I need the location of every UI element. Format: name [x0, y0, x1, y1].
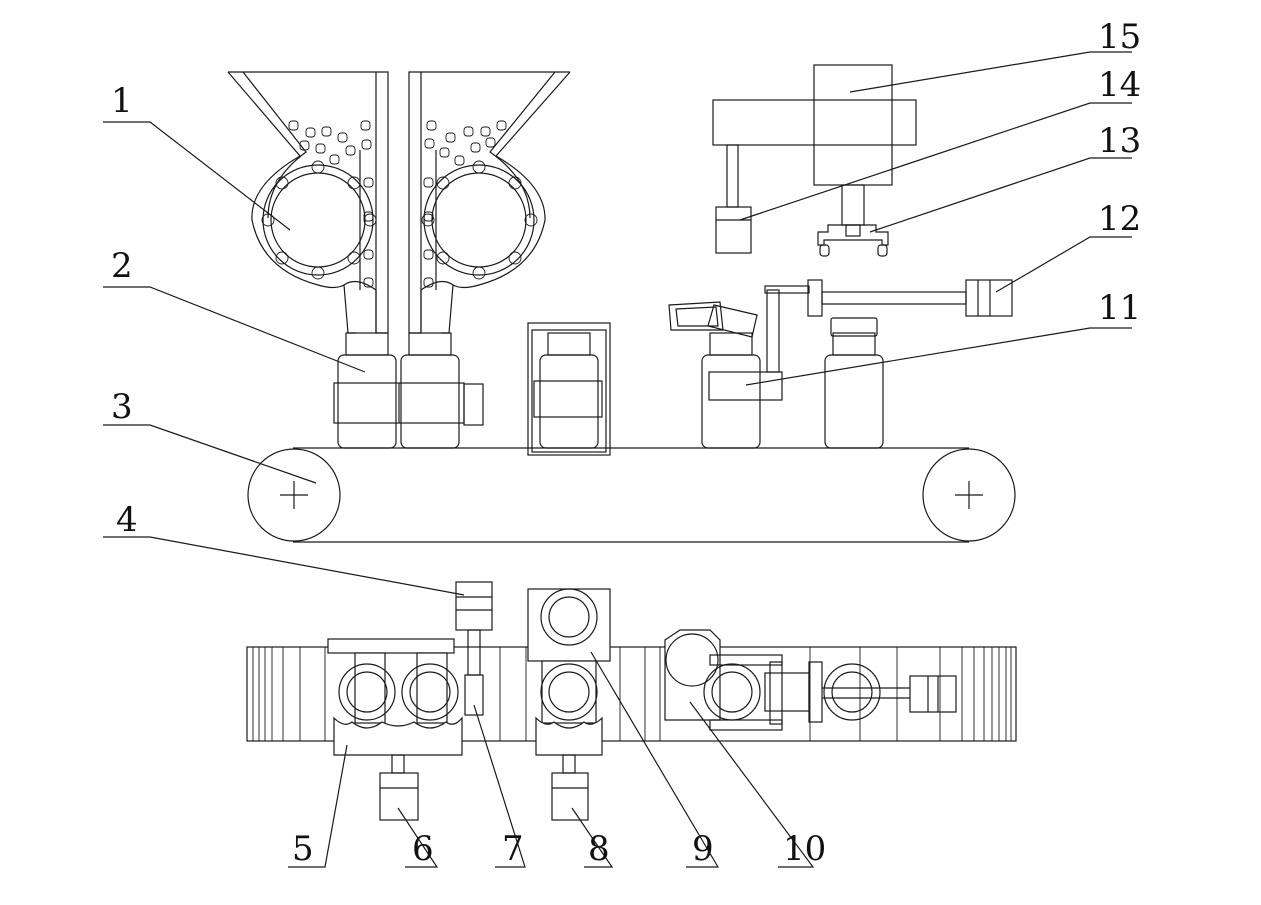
gantry-assembly [712, 64, 917, 257]
label-2: 2 [111, 246, 133, 286]
label-14: 14 [1098, 65, 1141, 105]
lower-track [246, 646, 1017, 742]
label-5: 5 [292, 829, 314, 869]
pusher-cylinder [455, 581, 493, 716]
label-4: 4 [116, 500, 138, 540]
label-13: 13 [1098, 121, 1141, 161]
lower-clamp-group [327, 638, 463, 821]
capping-bottles [668, 279, 1013, 449]
part-labels: 1 2 3 4 5 6 7 8 9 10 11 12 13 14 15 [111, 17, 1141, 869]
label-7: 7 [502, 829, 524, 869]
label-3: 3 [111, 387, 133, 427]
label-9: 9 [692, 829, 714, 869]
right-hopper [408, 71, 571, 334]
conveyor-belt [247, 447, 1016, 543]
label-10: 10 [783, 829, 826, 869]
rotary-gripper [664, 629, 957, 731]
label-15: 15 [1098, 17, 1141, 57]
label-1: 1 [111, 81, 133, 121]
label-12: 12 [1098, 199, 1141, 239]
label-11: 11 [1098, 288, 1141, 328]
leader-lines [103, 51, 1132, 868]
left-hopper [227, 71, 389, 334]
label-6: 6 [412, 829, 434, 869]
labeling-bottle [527, 322, 611, 456]
label-8: 8 [588, 829, 610, 869]
transfer-clamp [527, 588, 611, 821]
filling-bottles [333, 332, 484, 449]
